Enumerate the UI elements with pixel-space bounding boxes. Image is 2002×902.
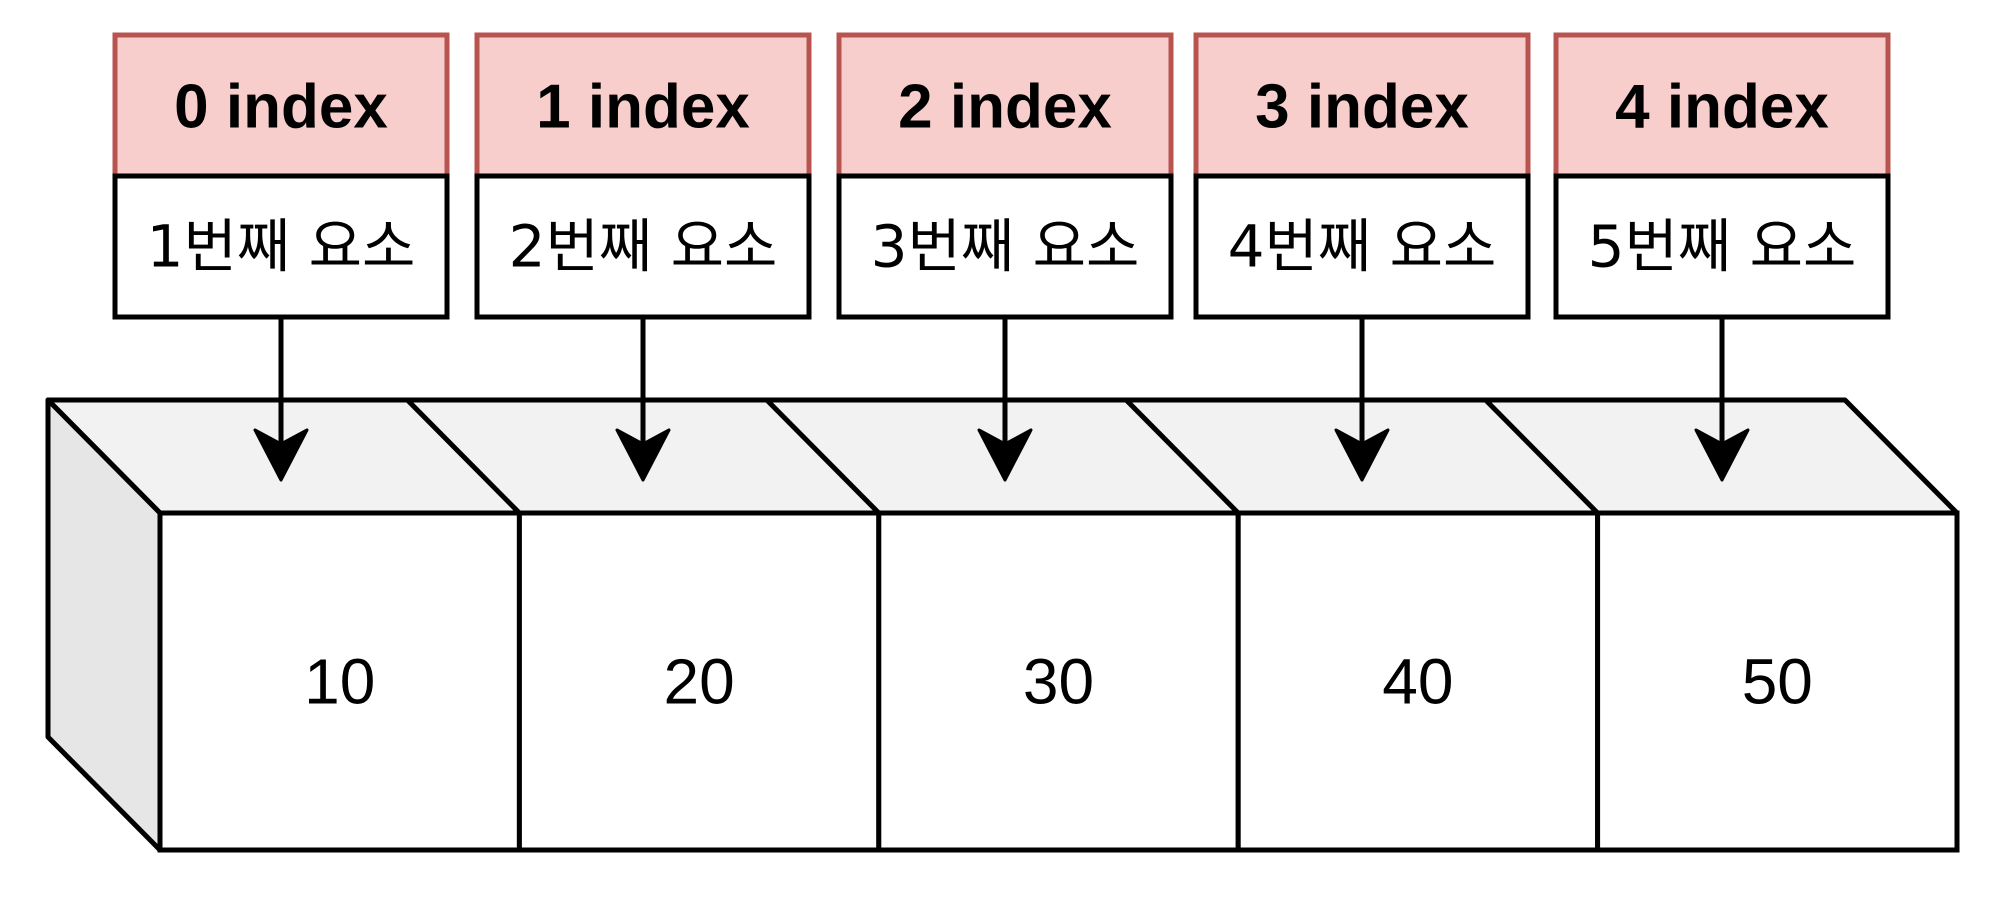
element-label-box: [1193, 173, 1531, 320]
pointer-arrow-head: [253, 428, 309, 482]
pointer-arrow: [1694, 317, 1750, 482]
array-top-divider: [765, 398, 881, 515]
element-label-box: [112, 173, 450, 320]
pointer-arrow-head: [1694, 428, 1750, 482]
element-label-box: [836, 173, 1174, 320]
pointer-arrow-head: [977, 428, 1033, 482]
element-label-box: [1553, 173, 1891, 320]
element-label-box: [474, 173, 812, 320]
array-cell-value: 30: [1023, 646, 1094, 718]
index-header: 3 index 4번째 요소: [1193, 32, 1531, 320]
element-label: 3번째 요소: [871, 213, 1140, 281]
pointer-arrow: [615, 317, 671, 482]
pointer-arrow-head: [1334, 428, 1390, 482]
index-header: 1 index 2번째 요소: [474, 32, 812, 320]
array-cell-value: 50: [1742, 646, 1813, 718]
index-label: 3 index: [1255, 73, 1469, 142]
element-label: 1번째 요소: [147, 213, 416, 281]
pointer-arrow: [977, 317, 1033, 482]
array-box: 10 20 30 40 50: [45, 397, 1960, 853]
index-box: [112, 32, 450, 179]
element-label: 2번째 요소: [509, 213, 778, 281]
index-label: 0 index: [174, 73, 388, 142]
array-cell-box: [876, 510, 1241, 853]
index-header: 0 index 1번째 요소: [112, 32, 450, 320]
array-cell: 50: [1595, 510, 1960, 853]
array-cell-value: 10: [304, 646, 375, 718]
array-cell-box: [1595, 510, 1960, 853]
index-box: [1193, 32, 1531, 179]
array-cell-value: 40: [1382, 646, 1453, 718]
pointer-arrow-head: [615, 428, 671, 482]
array-cell: 10: [157, 510, 522, 853]
index-header: 4 index 5번째 요소: [1553, 32, 1891, 320]
array-top-divider: [1124, 398, 1240, 515]
index-header: 2 index 3번째 요소: [836, 32, 1174, 320]
array-top-divider: [1483, 398, 1600, 515]
index-box: [836, 32, 1174, 179]
index-box: [1553, 32, 1891, 179]
pointer-arrow: [253, 317, 309, 482]
array-top-divider: [405, 398, 522, 515]
array-cell: 20: [516, 510, 882, 853]
element-label: 4번째 요소: [1228, 213, 1497, 281]
index-label: 1 index: [536, 73, 750, 142]
array-cell-box: [157, 510, 522, 853]
index-label: 4 index: [1615, 73, 1829, 142]
index-box: [474, 32, 812, 179]
array-cell: 30: [876, 510, 1241, 853]
array-cell-value: 20: [664, 646, 735, 718]
pointer-arrow: [1334, 317, 1390, 482]
index-label: 2 index: [898, 73, 1112, 142]
element-label: 5번째 요소: [1588, 213, 1857, 281]
array-cell: 40: [1235, 510, 1601, 853]
